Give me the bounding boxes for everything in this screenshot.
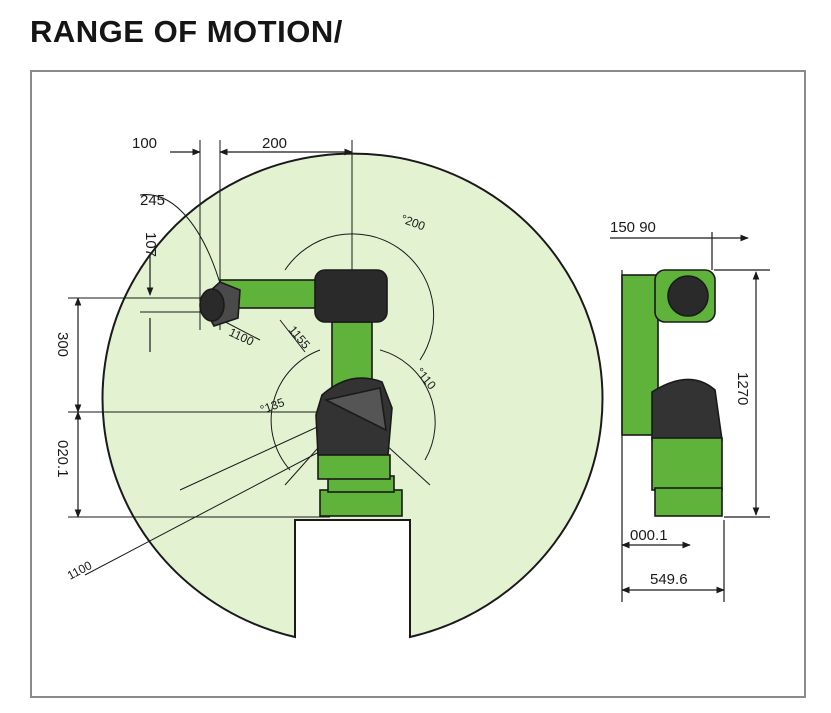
dim-upper-height: 300: [54, 332, 71, 357]
dim-bottom-left: 1100: [65, 558, 95, 583]
page-title: RANGE OF MOTION/: [30, 14, 343, 49]
dim-front-base-width: 000.1: [630, 527, 668, 544]
robot-front-base: [654, 487, 723, 517]
robot-base: [319, 489, 403, 517]
dim-offset-vertical: 107: [142, 232, 159, 257]
dim-front-height: 1270: [734, 372, 751, 405]
dimension-arrows: [74, 148, 353, 518]
dim-top-left: 100: [132, 135, 157, 152]
robot-side-view: [198, 269, 403, 517]
robot-front-view: [621, 269, 723, 517]
front-dimension-lines: [610, 232, 770, 602]
dim-top-right: 200: [262, 135, 287, 152]
dim-front-top: 150 90: [610, 219, 656, 236]
dim-lower-height: 020.1: [54, 440, 71, 478]
dim-offset-small: 245: [140, 192, 165, 209]
dim-front-total-width: 549.6: [650, 571, 688, 588]
robot-elbow: [314, 269, 388, 323]
